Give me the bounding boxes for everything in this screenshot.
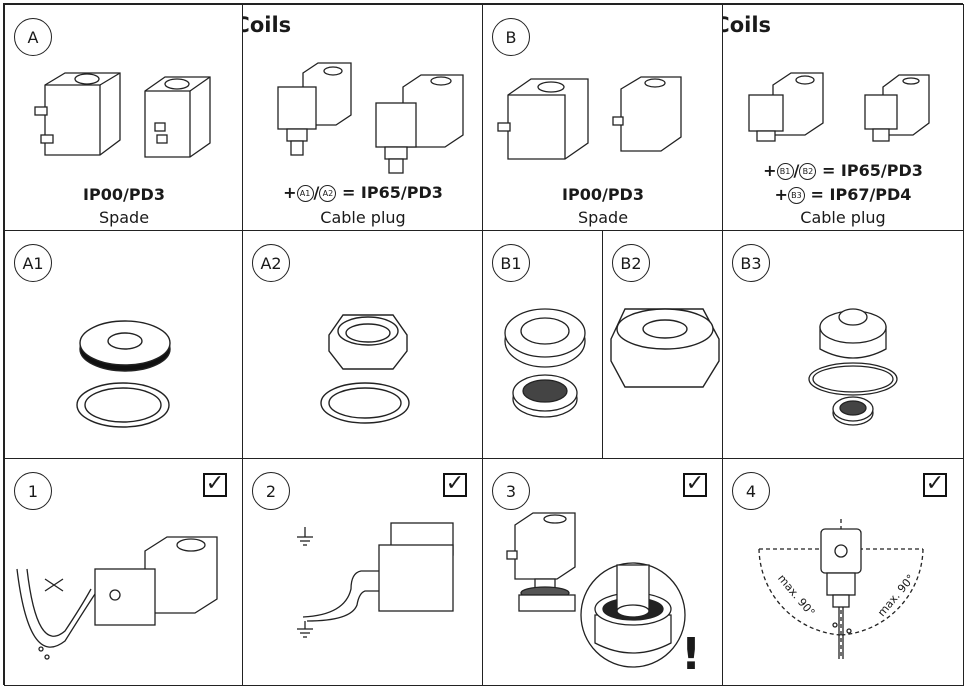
- rating-value: = IP65/PD3: [821, 161, 923, 180]
- coil-seal-detail-illustration: [506, 512, 686, 668]
- rating-value: = IP65/PD3: [341, 183, 443, 202]
- panel-b2: B2: [602, 230, 724, 460]
- panel-b1: B1: [482, 230, 604, 460]
- caption-label: Spade: [577, 208, 629, 227]
- rating-label: IP00/PD3: [83, 185, 165, 204]
- marker-b1: B1: [492, 244, 530, 282]
- cable-plug-rating-2: +B3 = IP67/PD4: [723, 185, 963, 204]
- rating-label: IP00/PD3: [562, 185, 644, 204]
- spade-coil-illustration: [497, 76, 682, 160]
- plus-sign: +: [774, 185, 788, 204]
- cable-plug-coil-illustration: [748, 72, 930, 142]
- slash: /: [313, 183, 320, 202]
- ref-a1: A1: [296, 185, 314, 202]
- step-4: 4 ✓ max. 90° max. 90°: [722, 458, 964, 686]
- slash: /: [793, 161, 800, 180]
- panel-a2: A2: [242, 230, 484, 460]
- spade-coil-illustration: [34, 72, 211, 158]
- marker-step-4: 4: [732, 472, 770, 510]
- coil-grounding-illustration: [297, 522, 454, 638]
- heading-a-coils: A - Coils: [243, 13, 292, 37]
- panel-b3: B3: [722, 230, 964, 460]
- marker-a1: A1: [14, 244, 52, 282]
- panel-a1: A1: [4, 230, 244, 460]
- ref-b3: B3: [787, 187, 805, 204]
- cable-drip-loop-illustration: [16, 536, 218, 660]
- rating-value: = IP67/PD4: [810, 185, 912, 204]
- warning-exclamation: !: [681, 629, 702, 680]
- checkbox-icon: ✓: [923, 473, 947, 497]
- caption-label: Spade: [98, 208, 150, 227]
- checkbox-icon: ✓: [683, 473, 707, 497]
- ref-a2: A2: [319, 185, 337, 202]
- instruction-sheet: A IP00/PD3 Spade A - Coils: [3, 3, 964, 686]
- large-nut-illustration: [610, 308, 720, 388]
- panel-a-spade: A IP00/PD3 Spade: [4, 4, 244, 232]
- heading-b-coils: B - Coils: [723, 13, 772, 37]
- marker-b: B: [492, 18, 530, 56]
- washer-gasket-illustration: [76, 320, 171, 428]
- marker-b2: B2: [612, 244, 650, 282]
- caption-label: Cable plug: [320, 208, 406, 227]
- marker-step-1: 1: [14, 472, 52, 510]
- marker-step-2: 2: [252, 472, 290, 510]
- cable-plug-coil-illustration: [277, 62, 464, 174]
- plus-sign: +: [763, 161, 777, 180]
- plus-sign: +: [283, 183, 297, 202]
- cable-plug-rating-1: +B1/B2 = IP65/PD3: [723, 161, 963, 180]
- mounting-angle-illustration: [758, 519, 924, 659]
- panel-b-cable: B - Coils +B1/B2 = IP65/PD3 +B3 = IP67/P…: [722, 4, 964, 232]
- checkbox-icon: ✓: [203, 473, 227, 497]
- step-2: 2 ✓: [242, 458, 484, 686]
- ref-b2: B2: [799, 163, 817, 180]
- ref-b1: B1: [776, 163, 794, 180]
- knurled-ring-nameplate-illustration: [504, 308, 586, 418]
- marker-b3: B3: [732, 244, 770, 282]
- marker-a2: A2: [252, 244, 290, 282]
- cable-plug-rating: +A1/A2 = IP65/PD3: [243, 183, 483, 202]
- step-3: 3 ✓ !: [482, 458, 724, 686]
- marker-a: A: [14, 18, 52, 56]
- checkbox-icon: ✓: [443, 473, 467, 497]
- marker-step-3: 3: [492, 472, 530, 510]
- caption-label: Cable plug: [800, 208, 886, 227]
- nut-gasket-illustration: [320, 314, 410, 424]
- step-1: 1 ✓: [4, 458, 244, 686]
- cap-ring-nameplate-illustration: [808, 308, 898, 426]
- panel-a-cable: A - Coils +A1/A2 = IP65/PD3 Cable plug: [242, 4, 484, 232]
- panel-b-spade: B IP00/PD3 Spade: [482, 4, 724, 232]
